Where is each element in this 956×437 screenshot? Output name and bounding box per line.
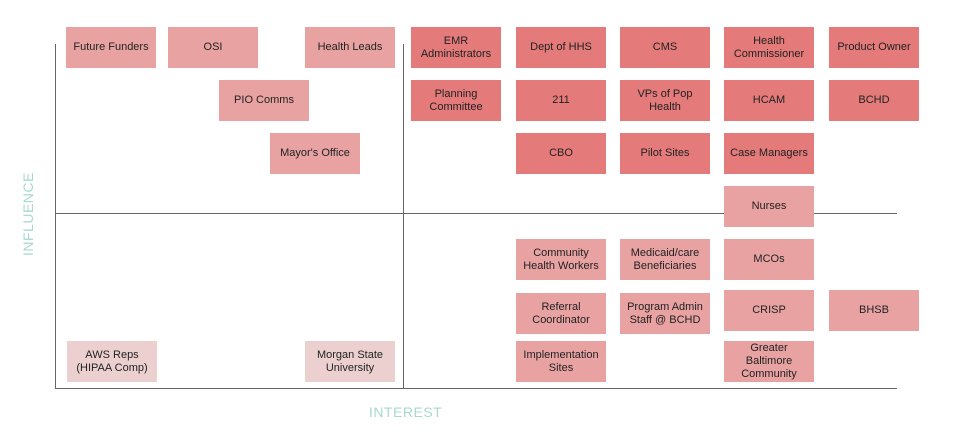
stakeholder-nurses[interactable]: Nurses	[724, 186, 814, 227]
stakeholder-health-commissioner[interactable]: Health Commissioner	[724, 27, 814, 68]
stakeholder-product-owner[interactable]: Product Owner	[829, 27, 919, 68]
stakeholder-implementation-sites[interactable]: Implementation Sites	[516, 341, 606, 382]
vertical-divider	[403, 44, 404, 389]
y-axis	[55, 44, 56, 389]
stakeholder-case-managers[interactable]: Case Managers	[724, 133, 814, 174]
stakeholder-dept-of-hhs[interactable]: Dept of HHS	[516, 27, 606, 68]
x-axis	[55, 388, 897, 389]
stakeholder-emr-administrators[interactable]: EMR Administrators	[411, 27, 501, 68]
stakeholder-greater-baltimore-community[interactable]: Greater Baltimore Community	[724, 341, 814, 382]
stakeholder-program-admin-staff[interactable]: Program Admin Staff @ BCHD	[620, 293, 710, 334]
stakeholder-community-health-workers[interactable]: Community Health Workers	[516, 239, 606, 280]
stakeholder-vps-of-pop-health[interactable]: VPs of Pop Health	[620, 80, 710, 121]
y-axis-label: INFLUENCE	[20, 172, 36, 256]
stakeholder-cms[interactable]: CMS	[620, 27, 710, 68]
stakeholder-crisp[interactable]: CRISP	[724, 290, 814, 331]
stakeholder-planning-committee[interactable]: Planning Committee	[411, 80, 501, 121]
stakeholder-cbo[interactable]: CBO	[516, 133, 606, 174]
stakeholder-bhsb[interactable]: BHSB	[829, 290, 919, 331]
stakeholder-aws-reps[interactable]: AWS Reps (HIPAA Comp)	[67, 341, 157, 382]
horizontal-divider	[55, 213, 897, 214]
stakeholder-future-funders[interactable]: Future Funders	[66, 27, 156, 68]
stakeholder-osi[interactable]: OSI	[168, 27, 258, 68]
stakeholder-mcos[interactable]: MCOs	[724, 239, 814, 280]
stakeholder-health-leads[interactable]: Health Leads	[305, 27, 395, 68]
stakeholder-pio-comms[interactable]: PIO Comms	[219, 80, 309, 121]
stakeholder-bchd[interactable]: BCHD	[829, 80, 919, 121]
stakeholder-hcam[interactable]: HCAM	[724, 80, 814, 121]
x-axis-label: INTEREST	[369, 404, 443, 420]
stakeholder-referral-coordinator[interactable]: Referral Coordinator	[516, 293, 606, 334]
stakeholder-pilot-sites[interactable]: Pilot Sites	[620, 133, 710, 174]
stakeholder-mayors-office[interactable]: Mayor's Office	[270, 133, 360, 174]
stakeholder-morgan-state-university[interactable]: Morgan State University	[305, 341, 395, 382]
stakeholder-211[interactable]: 211	[516, 80, 606, 121]
stakeholder-medicaid-beneficiaries[interactable]: Medicaid/care Beneficiaries	[620, 239, 710, 280]
